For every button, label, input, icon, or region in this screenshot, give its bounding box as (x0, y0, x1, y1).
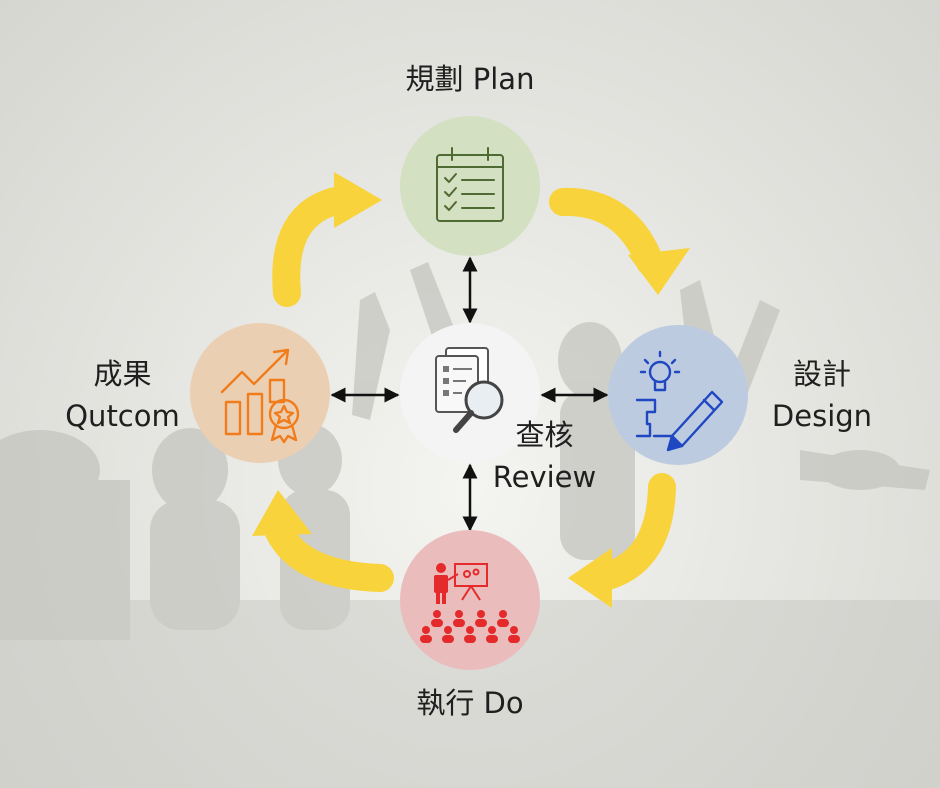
do-node (400, 530, 540, 670)
review-connectors (330, 256, 609, 532)
plan-label: 規劃 Plan (405, 62, 535, 96)
flow-arrow-do-to-outcome (252, 490, 394, 592)
cycle-arrows (252, 172, 690, 608)
review-label: 查核 Review (492, 418, 597, 494)
idea-pencil-icon (635, 350, 724, 452)
outcome-node (190, 323, 330, 463)
plan-node (400, 116, 540, 256)
outcome-label: 成果 Qutcom (65, 357, 180, 433)
flow-arrow-outcome-to-plan (272, 172, 382, 307)
review-node (400, 323, 540, 463)
growth-chart-award-icon (220, 348, 300, 444)
presentation-audience-icon (420, 563, 520, 643)
flow-arrow-plan-to-design (549, 187, 690, 295)
flow-arrow-design-to-do (568, 473, 676, 608)
document-magnifier-icon (435, 347, 504, 433)
do-label: 執行 Do (416, 686, 524, 720)
design-label: 設計 Design (771, 357, 873, 433)
design-node (608, 325, 748, 465)
checklist-calendar-icon (436, 147, 504, 222)
